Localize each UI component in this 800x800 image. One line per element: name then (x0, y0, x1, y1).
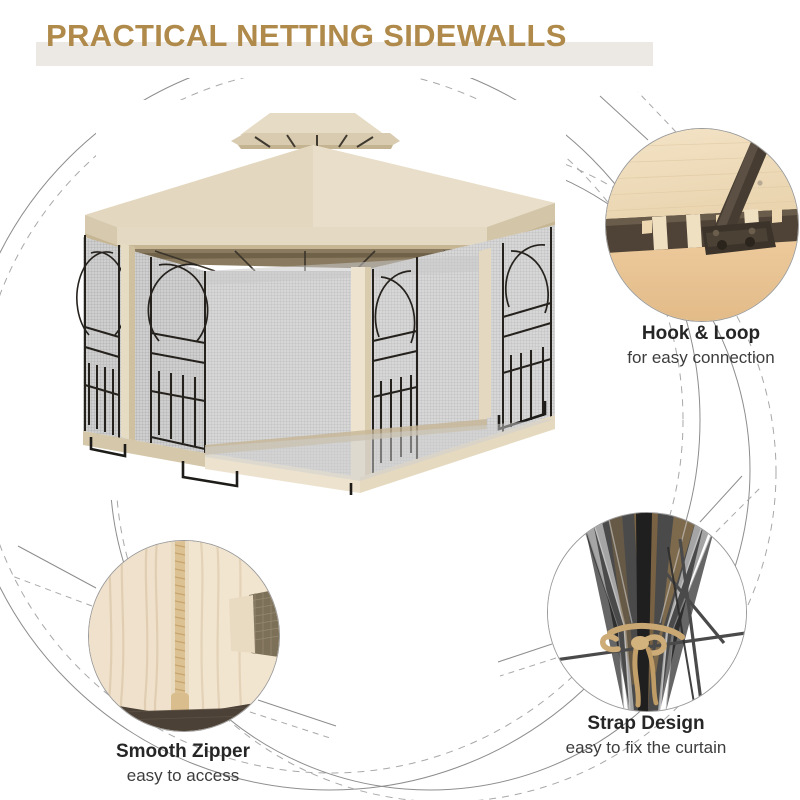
title-banner (36, 42, 653, 66)
callout-hook-and-loop-label: Hook & Loop for easy connection (567, 322, 800, 369)
leader-strap-dashed (715, 487, 761, 533)
gazebo-left-post (121, 243, 135, 441)
gazebo-rear-post (479, 248, 491, 421)
canopy-main-roof (85, 145, 555, 249)
leader-hook-dashed (637, 91, 677, 133)
leader-zip-dashed (11, 575, 93, 607)
leader-strap-left-solid (497, 643, 553, 663)
leader-zip-dashed-2 (249, 711, 331, 739)
metal-corner-panel-right-far (502, 227, 552, 433)
gazebo-centre-post (351, 267, 371, 481)
netting-sidewall-front (205, 271, 360, 477)
callout-smooth-zipper-title: Smooth Zipper (115, 741, 251, 762)
gazebo-feet (89, 401, 547, 495)
callout-strap-design-image (547, 512, 747, 712)
callout-smooth-zipper-subtitle: easy to access (126, 766, 240, 785)
callout-hook-and-loop-subtitle: for easy connection (627, 348, 775, 367)
netting-sidewall-left (83, 237, 205, 453)
metal-corner-panel-left-inner (147, 257, 209, 453)
leader-strap-solid (699, 475, 743, 523)
strap-bow (600, 622, 685, 708)
leader-zip-solid (17, 545, 97, 589)
callout-strap-design-subtitle: easy to fix the curtain (565, 738, 727, 757)
leader-strap-left-dashed (499, 657, 557, 677)
callout-smooth-zipper-label: Smooth Zipper easy to access (49, 740, 317, 787)
callout-hook-and-loop-image (605, 128, 799, 322)
gazebo-product-photo (55, 85, 575, 495)
callout-smooth-zipper-image (88, 540, 280, 732)
zipper-teeth (174, 541, 186, 703)
callout-strap-design-title: Strap Design (587, 713, 705, 734)
page-title: PRACTICAL NETTING SIDEWALLS (46, 18, 567, 53)
callout-hook-and-loop-title: Hook & Loop (641, 323, 761, 344)
leader-hook-solid (599, 95, 649, 141)
canopy-vent-tier (231, 113, 400, 149)
leader-zip-solid-2 (257, 699, 337, 727)
callout-strap-design-label: Strap Design easy to fix the curtain (512, 712, 780, 759)
